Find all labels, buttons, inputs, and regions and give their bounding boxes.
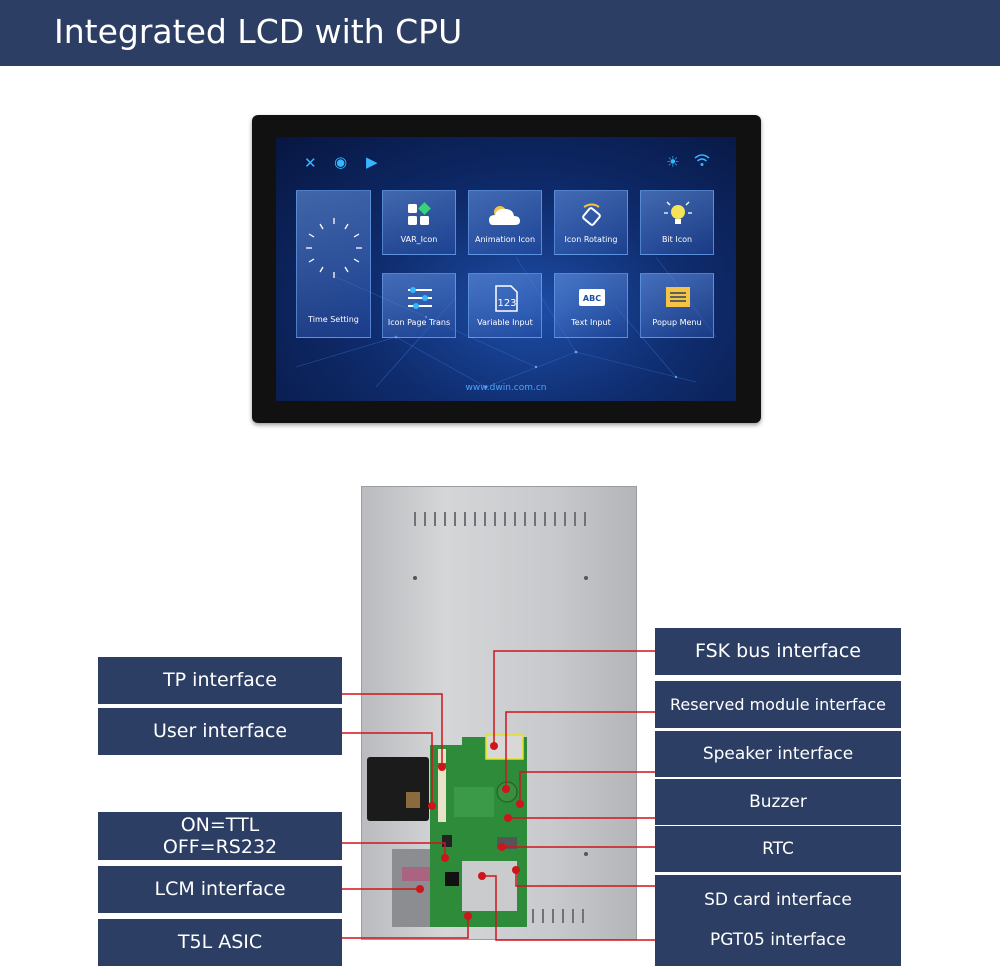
tile-label: Icon Rotating [564,235,618,244]
tile-icon-page-trans[interactable]: Icon Page Trans [382,273,456,338]
tile-label: Animation Icon [474,235,536,244]
grid-icon [408,202,431,225]
label-sd-card-interface: SD card interface [655,875,901,921]
tp-pointer-line [342,693,443,767]
cloud-icon [489,206,520,225]
variable-input-icon-text: 123 [497,298,516,309]
panel-details [367,512,588,927]
page-title: Integrated LCD with CPU [54,12,463,51]
label-text: Buzzer [749,792,807,812]
label-text: User interface [152,720,288,742]
label-user-interface: User interface [98,708,342,755]
label-text: PGT05 interface [709,930,847,950]
tile-label: Variable Input [477,318,533,327]
tile-time-setting[interactable]: Time Setting [296,190,371,338]
label-reserved-module-interface: Reserved module interface [655,681,901,728]
lcd-screen: ✕ ◉ ▶ ☀ Time Setting [276,137,736,401]
asic-pointer-line [342,916,469,939]
tile-label: Text Input [571,318,611,327]
label-speaker-interface: Speaker interface [655,731,901,777]
label-ttl-rs232: ON=TTL OFF=RS232 [98,812,342,860]
label-text: TP interface [163,669,277,691]
bulb-icon [664,201,692,224]
label-text: Speaker interface [702,744,854,764]
label-t5l-asic: T5L ASIC [98,919,342,966]
play-icon[interactable]: ▶ [366,153,378,171]
label-pgt05-interface: PGT05 interface [655,920,901,966]
label-text: FSK bus interface [695,640,861,662]
label-text: Reserved module interface [670,695,886,714]
sd-pointer-line [515,870,655,887]
fsk-pointer-line [493,650,655,746]
camera-icon[interactable]: ◉ [334,153,348,171]
tile-label: Icon Page Trans [387,318,451,327]
tools-icon[interactable]: ✕ [304,154,317,172]
text-input-icon-text: ABC [583,294,601,303]
label-text: T5L ASIC [177,931,263,953]
wifi-icon[interactable] [694,153,710,170]
tile-icon-rotating[interactable]: Icon Rotating [554,190,628,255]
reserved-pointer-line [505,711,655,789]
clock-icon [306,218,362,278]
lcd-front-image: ✕ ◉ ▶ ☀ Time Setting [252,115,761,423]
tile-label: Popup Menu [652,318,702,327]
user-pointer-line [342,732,433,806]
label-text-line1: ON=TTL [180,814,260,836]
tile-label: Time Setting [308,315,359,324]
label-tp-interface: TP interface [98,657,342,704]
tile-var-icon[interactable]: VAR_Icon [382,190,456,255]
tile-animation-icon[interactable]: Animation Icon [468,190,542,255]
label-buzzer: Buzzer [655,779,901,825]
tile-bit-icon[interactable]: Bit Icon [640,190,714,255]
label-text-line2: OFF=RS232 [162,836,278,858]
label-text: RTC [762,839,794,859]
brightness-icon[interactable]: ☀ [666,153,680,171]
label-text: SD card interface [704,890,852,910]
rotate-icon [582,203,601,226]
lcd-back-panel [361,486,637,940]
tile-text-input[interactable]: ABC Text Input [554,273,628,338]
tile-variable-input[interactable]: 123 Variable Input [468,273,542,338]
label-text: LCM interface [154,878,286,900]
number-doc-icon: 123 [495,285,518,312]
screen-url: www.dwin.com.cn [465,383,547,393]
label-lcm-interface: LCM interface [98,866,342,913]
header-banner: Integrated LCD with CPU [0,0,1000,66]
tile-label: Bit Icon [661,235,693,244]
speaker-pointer-line [519,771,655,804]
sliders-icon [408,287,432,309]
pgt-pointer-line [482,875,655,941]
keyboard-icon: ABC [579,289,605,306]
ttl-pointer-line [342,842,446,858]
tile-label: VAR_Icon [400,235,438,244]
label-rtc: RTC [655,826,901,872]
label-fsk-bus-interface: FSK bus interface [655,628,901,675]
tile-popup-menu[interactable]: Popup Menu [640,273,714,338]
menu-icon [666,287,690,307]
